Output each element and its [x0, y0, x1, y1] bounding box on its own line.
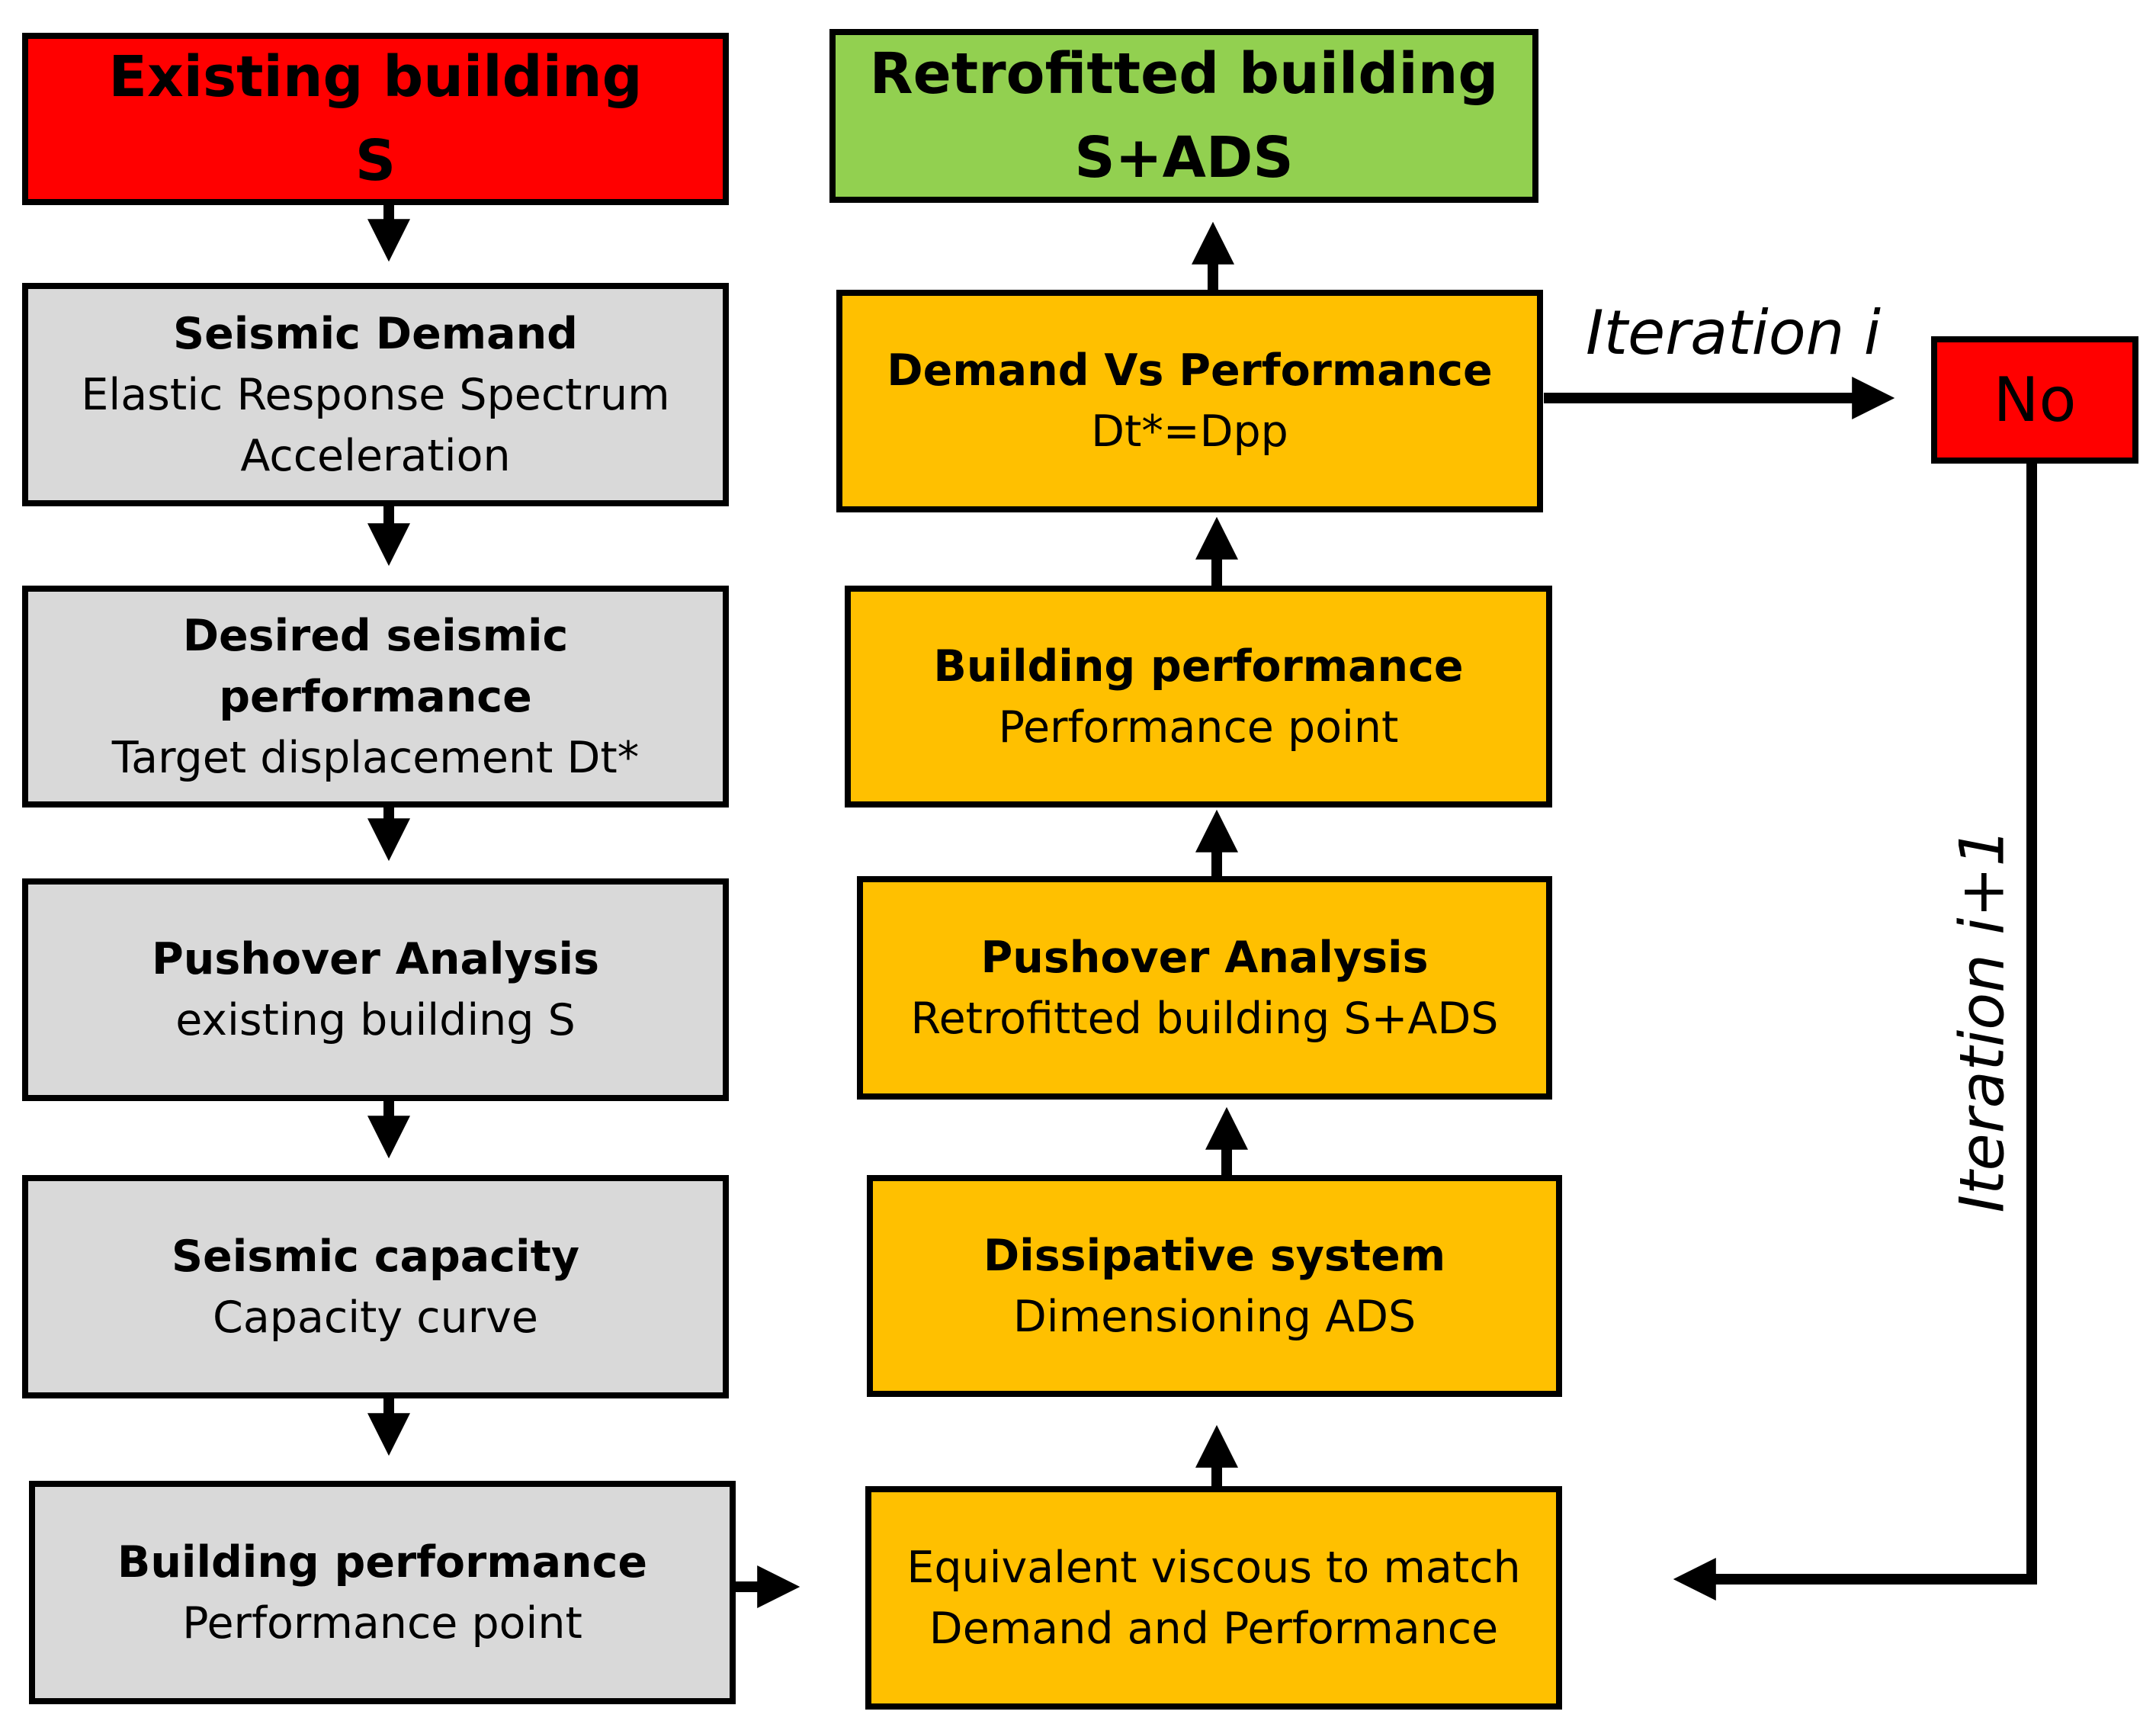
pushover-existing-box: Pushover Analysis existing building S — [22, 878, 729, 1101]
retrofitted-building-title: Retrofitted building — [869, 41, 1499, 107]
desired-performance-box: Desired seismic performance Target displ… — [22, 586, 729, 808]
seismic-capacity-box: Seismic capacity Capacity curve — [22, 1175, 729, 1398]
iteration-i-label: Iteration i — [1586, 297, 1881, 368]
seismic-demand-title: Seismic Demand — [173, 308, 578, 359]
no-decision-box: No — [1931, 336, 2138, 464]
feedback-line — [1673, 464, 2037, 1601]
building-performance-existing-line2: Performance point — [182, 1597, 582, 1649]
seismic-demand-box: Seismic Demand Elastic Response Spectrum… — [22, 283, 729, 506]
seismic-capacity-line2: Capacity curve — [213, 1292, 538, 1343]
equivalent-viscous-line1: Equivalent viscous to match — [906, 1542, 1521, 1593]
dissipative-system-line2: Dimensioning ADS — [1012, 1291, 1416, 1342]
retrofitted-building-header: Retrofitted building S+ADS — [829, 29, 1538, 203]
dissipative-system-title: Dissipative system — [983, 1230, 1446, 1281]
pushover-retrofitted-box: Pushover Analysis Retrofitted building S… — [857, 876, 1552, 1100]
existing-building-header: Existing building S — [22, 33, 729, 205]
seismic-capacity-title: Seismic capacity — [172, 1231, 579, 1282]
seismic-demand-line2: Elastic Response Spectrum — [81, 369, 670, 420]
pushover-existing-title: Pushover Analysis — [151, 934, 600, 984]
demand-vs-performance-line2: Dt*=Dpp — [1091, 406, 1288, 457]
iteration-i-plus-1-label: Iteration i+1 — [1946, 827, 2018, 1213]
building-performance-existing-box: Building performance Performance point — [29, 1481, 736, 1704]
existing-building-symbol: S — [355, 128, 396, 194]
building-performance-existing-title: Building performance — [117, 1536, 648, 1588]
pushover-existing-line2: existing building S — [175, 995, 576, 1045]
demand-vs-performance-title: Demand Vs Performance — [887, 345, 1493, 396]
no-label: No — [1993, 364, 2077, 435]
seismic-demand-line3: Acceleration — [240, 430, 511, 481]
pushover-retrofitted-title: Pushover Analysis — [980, 932, 1429, 983]
equivalent-viscous-line2: Demand and Performance — [929, 1603, 1499, 1654]
building-performance-retrofitted-box: Building performance Performance point — [845, 586, 1552, 808]
building-performance-retrofitted-line2: Performance point — [998, 702, 1399, 753]
retrofitted-building-symbol: S+ADS — [1074, 125, 1294, 191]
desired-performance-line2: Target displacement Dt* — [111, 732, 640, 783]
existing-building-title: Existing building — [108, 44, 643, 110]
desired-performance-title: Desired seismic performance — [182, 610, 569, 722]
building-performance-retrofitted-title: Building performance — [933, 641, 1464, 692]
dissipative-system-box: Dissipative system Dimensioning ADS — [867, 1175, 1562, 1397]
equivalent-viscous-box: Equivalent viscous to match Demand and P… — [865, 1486, 1562, 1710]
demand-vs-performance-box: Demand Vs Performance Dt*=Dpp — [836, 290, 1543, 512]
pushover-retrofitted-line2: Retrofitted building S+ADS — [910, 993, 1499, 1044]
